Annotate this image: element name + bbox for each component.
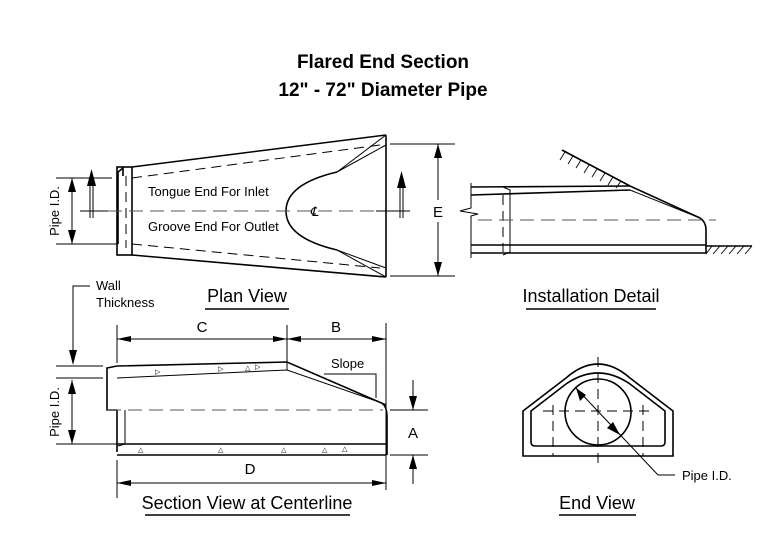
arrow-up-icon [87,169,96,186]
flare-top-edge [131,134,387,168]
concrete-aggregate-marks: ▷ ▷ △ ▷ △ △ △ △ △ [138,364,348,454]
arrow-down-icon [68,430,76,444]
end-view-pipe-id-label: Pipe I.D. [682,468,732,483]
end-view: Pipe I.D. End View [522,357,732,516]
arrow-left-icon [117,480,131,486]
break-line [459,183,479,258]
svg-text:▷: ▷ [155,369,161,376]
dim-e-label: E [433,204,443,221]
title-block: Flared End Section 12" - 72" Diameter Pi… [278,52,487,101]
arrow-up-icon [68,178,76,192]
arrow-down-icon [68,230,76,244]
arrow-right-icon [372,480,386,486]
section-view-caption: Section View at Centerline [142,493,353,513]
section-pipe-id-label: Pipe I.D. [47,387,62,437]
plan-view: Pipe I.D. ℄ Tongue End For Inlet Groove … [47,134,455,310]
arrow-up-icon [68,380,76,394]
tongue-end-label: Tongue End For Inlet [148,184,269,199]
section-view: Wall Thickness Pipe I.D. C B [47,278,428,516]
installation-detail: Installation Detail [459,149,753,310]
section-cut-arrow-left [80,169,108,218]
plan-view-caption: Plan View [207,286,288,306]
section-cut-arrow-right [376,171,410,218]
arrow-right-icon [273,336,287,342]
ground-hatch-slope [559,151,622,189]
arrow-up-icon [397,171,406,188]
title-line-2: 12" - 72" Diameter Pipe [278,80,487,101]
plan-pipe-id-dimension: Pipe I.D. [47,177,118,245]
wall-thickness-dimension: Wall Thickness [56,278,155,379]
dimension-d: D [116,460,386,498]
end-view-caption: End View [559,493,636,513]
arrow-icon [576,388,586,401]
svg-text:▷: ▷ [255,364,261,371]
svg-text:△: △ [245,365,251,372]
dim-d-label: D [245,461,256,478]
dimension-e: E [390,143,455,277]
arrow-down-icon [434,262,442,276]
dimension-a: A [390,380,428,484]
slope-label: Slope [331,356,364,371]
flare-bottom-edge [131,254,387,278]
wall-label-2: Thickness [96,295,155,310]
svg-text:△: △ [281,447,287,454]
ground-hatch-base [705,245,753,255]
arrow-icon [607,422,620,435]
arrow-down-icon [409,396,417,410]
section-pipe-id-dimension: Pipe I.D. [47,380,118,445]
tongue-collar [117,166,124,244]
arrow-up-icon [409,455,417,469]
plan-pipe-id-label: Pipe I.D. [47,186,62,236]
dim-c-label: C [197,319,208,336]
installation-detail-caption: Installation Detail [522,286,659,306]
wall-label-1: Wall [96,278,121,293]
dimension-b: B [287,319,387,490]
svg-text:△: △ [322,447,328,454]
svg-text:△: △ [138,447,144,454]
arrow-left-icon [117,336,131,342]
svg-text:▷: ▷ [218,366,224,373]
arrow-down-icon [69,350,77,365]
dimension-c: C [116,319,288,363]
arrow-right-icon [372,336,386,342]
slope-callout: Slope [324,356,377,398]
svg-text:△: △ [342,446,348,453]
arrow-left-icon [287,336,301,342]
dim-a-label: A [408,425,418,442]
title-line-1: Flared End Section [297,52,469,73]
svg-text:△: △ [218,447,224,454]
end-view-inner-outline [530,372,666,447]
end-view-outline [522,363,674,457]
groove-end-label: Groove End For Outlet [148,219,279,234]
centerline-symbol: ℄ [310,204,319,219]
ground-slope-line [561,149,631,187]
dim-b-label: B [331,319,341,336]
arrow-up-icon [434,144,442,158]
